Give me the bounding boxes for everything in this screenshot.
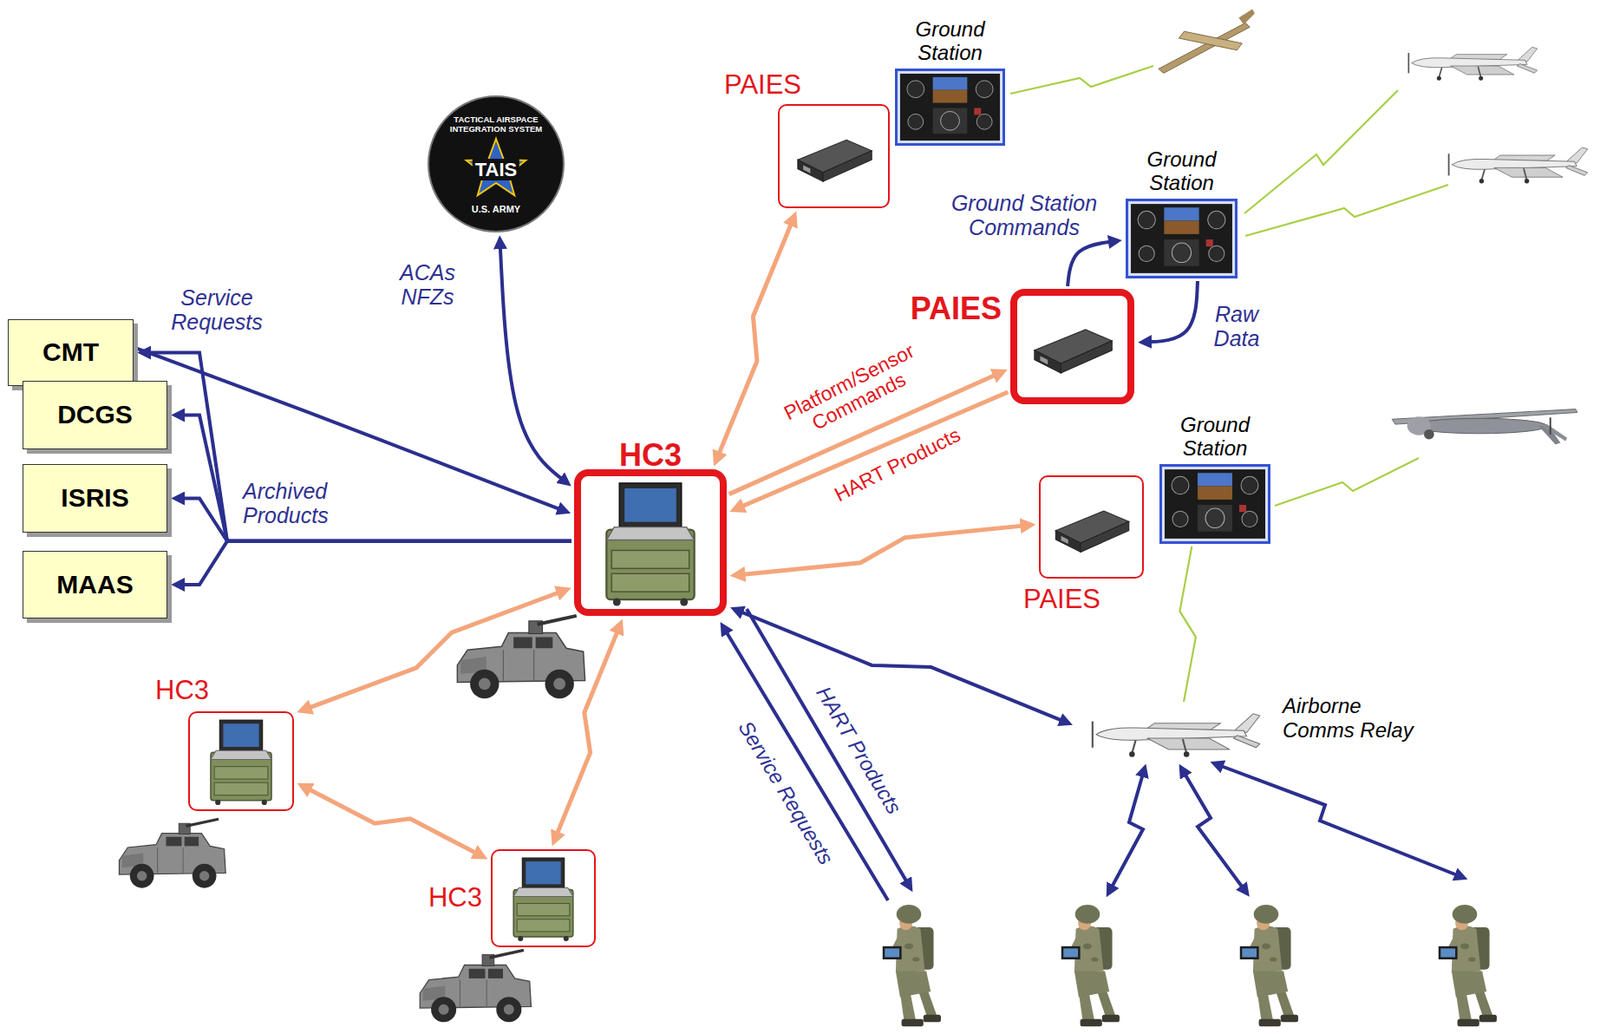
box-heading: PAIES xyxy=(910,290,1002,327)
radio-link xyxy=(554,623,621,843)
system-box: CMT xyxy=(7,319,134,386)
paies-device xyxy=(1055,510,1129,552)
radio-link xyxy=(300,589,568,712)
aircraft xyxy=(1092,9,1588,758)
edge-label: Raw Data xyxy=(1204,302,1269,351)
soldier xyxy=(1240,904,1299,1026)
system-box: ISRIS xyxy=(22,463,168,533)
station-screen: Ground Station xyxy=(1125,198,1238,279)
logo-title: TAIS xyxy=(472,158,520,181)
raven-uav xyxy=(1158,9,1255,74)
system-name: ISRIS xyxy=(60,483,129,514)
system-name: MAAS xyxy=(56,569,133,601)
exploitation-box: PAIES xyxy=(1038,475,1144,579)
box-heading: PAIES xyxy=(1023,583,1101,615)
station-screen: Ground Station xyxy=(894,68,1006,146)
edge-label: Ground Station Commands xyxy=(942,191,1107,240)
paies-device xyxy=(1034,329,1112,373)
flow-arrow xyxy=(175,498,572,542)
humvee xyxy=(419,949,531,1022)
controller-box: HC3 xyxy=(490,848,596,947)
relay-aircraft: Airborne Comms Relay xyxy=(1076,704,1271,761)
device-pictures xyxy=(210,69,1270,941)
controller-box: HC3 xyxy=(574,469,727,616)
box-heading: HC3 xyxy=(428,881,483,914)
radio-link xyxy=(1179,546,1196,702)
edge-label: Service Requests xyxy=(163,286,271,334)
predator-uav xyxy=(1391,409,1578,445)
radio-link xyxy=(734,524,1032,575)
soldier xyxy=(1438,904,1497,1026)
hunter-uav xyxy=(1408,46,1537,80)
station-screen: Ground Station xyxy=(1159,463,1271,544)
flow-arrow xyxy=(1067,241,1118,287)
flow-arrow xyxy=(1142,280,1198,343)
station-heading: Ground Station xyxy=(898,17,1003,66)
soldier-links xyxy=(722,608,1464,901)
system-name: DCGS xyxy=(57,399,133,431)
exploitation-box: PAIES xyxy=(777,104,890,209)
station-heading: Ground Station xyxy=(1129,147,1235,196)
edge-label: ACAs NFZs xyxy=(391,261,464,309)
flow-arrow xyxy=(141,352,572,542)
uav-links xyxy=(1245,184,1449,236)
uav-links xyxy=(1274,457,1419,506)
soldier xyxy=(1061,904,1120,1026)
hc3-rack xyxy=(210,719,272,805)
ground-station-screen xyxy=(1161,465,1270,543)
humvee xyxy=(118,818,226,888)
uav-links xyxy=(1244,90,1398,214)
edge-label: HART Products xyxy=(829,423,967,508)
ground-station-screen xyxy=(1127,200,1237,278)
humvee xyxy=(457,615,585,699)
radio-link xyxy=(1181,767,1248,894)
uav-links xyxy=(1010,65,1449,506)
ground-station-screen xyxy=(895,69,1004,144)
tais-logo xyxy=(428,96,564,232)
tais-logo xyxy=(428,96,564,232)
system-box: MAAS xyxy=(22,550,168,619)
system-box: DCGS xyxy=(22,380,168,450)
relay-heading: Airborne Comms Relay xyxy=(1282,693,1426,742)
box-heading: PAIES xyxy=(724,69,802,101)
paies-device xyxy=(797,139,872,182)
relay-uav xyxy=(1092,713,1261,758)
flow-arrow xyxy=(175,415,572,542)
box-heading: HC3 xyxy=(619,437,682,473)
system-name: CMT xyxy=(42,337,99,368)
edge-label: Archived Products xyxy=(241,479,358,528)
radio-link xyxy=(1214,763,1464,878)
box-heading: HC3 xyxy=(155,674,209,706)
tais-logo xyxy=(466,138,526,196)
flow-arrow xyxy=(499,239,569,484)
logo-ring-text: U.S. ARMY xyxy=(471,203,521,216)
exploitation-box: PAIES xyxy=(1010,288,1135,405)
logo-ring-text: TACTICAL AIRSPACE INTEGRATION SYSTEM xyxy=(445,115,547,135)
logo-badge: TACTICAL AIRSPACE INTEGRATION SYSTEM TAIS… xyxy=(428,96,564,232)
uav-links xyxy=(1010,65,1154,94)
flow-arrow xyxy=(175,541,572,585)
controller-box: HC3 xyxy=(188,711,294,811)
shadow-uav xyxy=(1449,147,1588,183)
radio-link xyxy=(734,608,1070,724)
station-heading: Ground Station xyxy=(1162,412,1267,461)
soldiers xyxy=(882,904,1497,1026)
soldier xyxy=(882,904,941,1026)
radio-link xyxy=(300,784,484,857)
vehicles xyxy=(118,615,585,1022)
hc3-rack xyxy=(513,857,574,941)
radio-link xyxy=(1108,767,1145,894)
hc3-rack xyxy=(606,483,694,607)
